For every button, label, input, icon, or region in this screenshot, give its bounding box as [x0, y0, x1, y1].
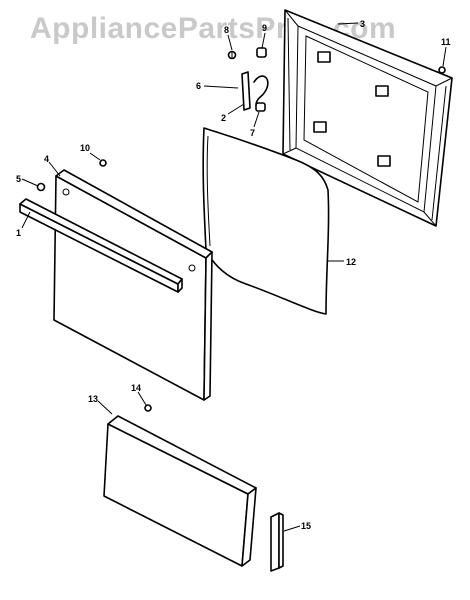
callout-15: 15 [301, 521, 311, 531]
leader-lines [21, 22, 447, 532]
callout-9: 9 [262, 23, 267, 33]
frame-screw [438, 66, 446, 74]
hinge-screw [227, 50, 237, 60]
hinge-nut [255, 102, 266, 112]
drawer-bracket [270, 512, 284, 572]
hinge-bushing [256, 47, 267, 58]
callout-14: 14 [131, 383, 141, 393]
inner-door-frame [282, 9, 453, 227]
callout-3: 3 [360, 19, 365, 29]
hinge-bracket [241, 71, 269, 111]
callout-8: 8 [224, 25, 229, 35]
callout-1: 1 [16, 228, 21, 238]
callout-13: 13 [88, 394, 98, 404]
door-handle [19, 198, 183, 293]
callout-11: 11 [441, 37, 451, 47]
callout-7: 7 [250, 128, 255, 138]
outer-door-panel [53, 169, 213, 401]
callout-2: 2 [221, 113, 226, 123]
callout-5: 5 [16, 174, 21, 184]
drawer-panel [103, 415, 257, 567]
callout-12: 12 [346, 257, 356, 267]
callout-6: 6 [196, 81, 201, 91]
callout-10: 10 [80, 143, 90, 153]
door-screw [99, 159, 107, 167]
handle-screw [36, 182, 46, 192]
drawer-screw [144, 404, 152, 412]
callout-4: 4 [44, 154, 49, 164]
door-insulation [202, 127, 330, 315]
